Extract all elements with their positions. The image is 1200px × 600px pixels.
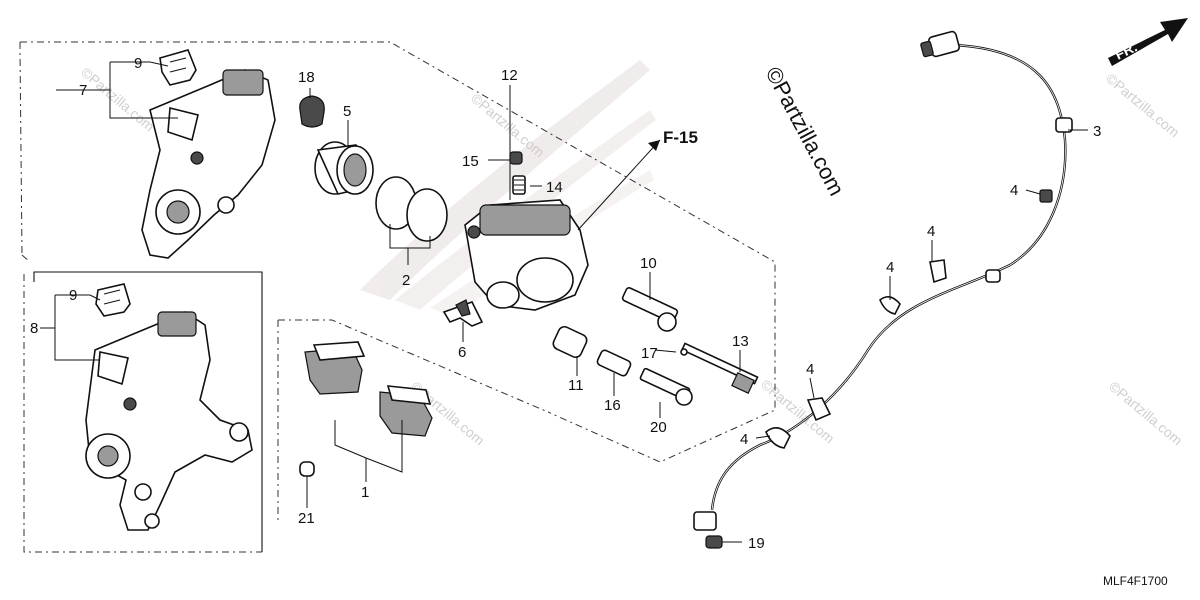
piston-seals xyxy=(375,176,448,242)
callout-8: 8 xyxy=(30,320,38,337)
outline-lower-bracket xyxy=(23,274,262,553)
callout-18: 18 xyxy=(298,69,315,86)
callout-21: 21 xyxy=(298,510,315,527)
brake-pads xyxy=(304,341,433,437)
callout-9: 9 xyxy=(69,287,77,304)
callout-4: 4 xyxy=(927,223,935,240)
bracket-upper xyxy=(141,69,276,259)
callout-5: 5 xyxy=(343,103,351,120)
sleeve-boot xyxy=(552,325,632,377)
clip-lower xyxy=(95,283,131,317)
watermark: ©Partzilla.com xyxy=(78,64,158,134)
callout-13: 13 xyxy=(732,333,749,350)
callout-4: 4 xyxy=(740,431,748,448)
callout-numbers: 1 2 3 4 4 4 4 4 5 6 7 8 9 9 10 11 12 13 … xyxy=(30,55,1101,552)
outline-pads-top xyxy=(278,319,549,413)
caliper-pin-10 xyxy=(621,287,679,332)
leader-lines xyxy=(40,61,1088,508)
callout-3: 3 xyxy=(1093,123,1101,140)
assembly-outlines xyxy=(19,41,776,553)
watermark: ©Partzilla.com xyxy=(1106,378,1186,448)
outline-left-bottom xyxy=(21,254,31,263)
callout-6: 6 xyxy=(458,344,466,361)
piston-5 xyxy=(314,141,374,195)
callout-15: 15 xyxy=(462,153,479,170)
diagram-code: MLF4F1700 xyxy=(1103,574,1168,588)
callout-10: 10 xyxy=(640,255,657,272)
copyright-brand: ©Partzilla.com xyxy=(761,63,850,200)
caliper-pin-13 xyxy=(680,342,759,394)
bracket-lower xyxy=(85,311,253,531)
callout-7: 7 xyxy=(79,82,87,99)
bolt-21 xyxy=(299,461,315,496)
bolt-20 xyxy=(639,367,693,406)
bleeder-screw xyxy=(509,151,526,195)
callout-4: 4 xyxy=(886,259,894,276)
speed-sensor-harness xyxy=(693,30,1073,549)
outline-left xyxy=(19,42,23,256)
callout-12: 12 xyxy=(501,67,518,84)
callout-16: 16 xyxy=(604,397,621,414)
callout-4: 4 xyxy=(1010,182,1018,199)
callout-4: 4 xyxy=(806,361,814,378)
callout-20: 20 xyxy=(650,419,667,436)
callout-17: 17 xyxy=(641,345,658,362)
pad-spring xyxy=(442,299,484,327)
outline-caliper xyxy=(20,41,776,463)
clip-upper xyxy=(159,49,197,86)
watermark: ©Partzilla.com xyxy=(1103,70,1183,140)
box-lower-bracket xyxy=(33,271,263,552)
front-direction-arrow: FR. xyxy=(1108,18,1188,66)
callout-14: 14 xyxy=(546,179,563,196)
reference-label: F-15 xyxy=(663,128,698,147)
callout-2: 2 xyxy=(402,272,410,289)
callout-9: 9 xyxy=(134,55,142,72)
callout-1: 1 xyxy=(361,484,369,501)
seal-18 xyxy=(299,95,325,128)
caliper-body xyxy=(464,199,589,311)
callout-11: 11 xyxy=(568,377,584,394)
callout-19: 19 xyxy=(748,535,765,552)
